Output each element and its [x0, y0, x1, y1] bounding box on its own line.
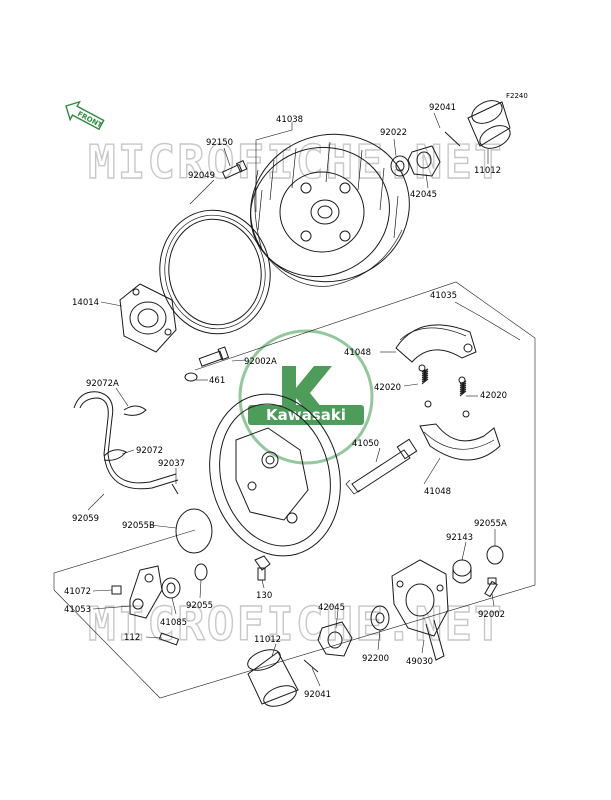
clamp-92072 [103, 449, 127, 461]
o-ring-92055B [175, 508, 213, 554]
part-label-11012-bottom: 11012 [254, 635, 281, 645]
drum-seal-ring [159, 209, 271, 335]
part-label-92022: 92022 [380, 128, 407, 138]
part-label-41050: 41050 [352, 439, 379, 449]
part-label-41038: 41038 [276, 115, 303, 125]
part-label-92055: 92055 [186, 601, 213, 611]
part-label-92002: 92002 [478, 610, 505, 620]
bearing-flange [119, 283, 177, 353]
brake-cable [73, 391, 179, 490]
part-label-92037: 92037 [158, 459, 185, 469]
collar-92143 [452, 559, 472, 584]
part-label-92200: 92200 [362, 654, 389, 664]
bolt-130 [254, 555, 271, 581]
castle-nut-bottom [317, 621, 353, 657]
brake-shoe-upper [395, 324, 477, 363]
cotter-pin-bottom [303, 659, 319, 673]
part-label-92049: 92049 [188, 171, 215, 181]
part-label-92041-bottom: 92041 [304, 690, 331, 700]
wear-indicator-41085 [161, 577, 181, 599]
return-spring-left [418, 364, 432, 408]
hub-cap-top [467, 100, 511, 149]
bolt-92150 [221, 160, 248, 180]
hub-cap-bottom [247, 649, 299, 707]
rear-hub [391, 559, 449, 661]
part-label-41035: 41035 [430, 291, 457, 301]
part-label-130: 130 [256, 591, 272, 601]
part-labels: 41038 92150 92049 92022 92041 42045 1101… [64, 103, 507, 700]
brake-camshaft [345, 438, 418, 495]
part-label-92059: 92059 [72, 514, 99, 524]
part-label-42020-right: 42020 [480, 391, 507, 401]
part-label-41085: 41085 [160, 618, 187, 628]
washer-92022 [390, 155, 410, 177]
front-arrow-icon: FRONT [65, 100, 105, 131]
brake-panel [209, 393, 341, 557]
part-label-42045-top: 42045 [410, 190, 437, 200]
part-label-92150: 92150 [206, 138, 233, 148]
part-label-92143: 92143 [446, 533, 473, 543]
figure-code: F2240 [506, 92, 528, 100]
part-label-92055A: 92055A [474, 519, 507, 529]
assembly-outline [53, 281, 536, 699]
part-label-42045-bottom: 42045 [318, 603, 345, 613]
watermark-bottom: MICROFICHE.NET [88, 597, 504, 651]
part-label-461: 461 [209, 376, 225, 386]
brake-drum [250, 133, 410, 287]
o-ring-92055A [486, 545, 504, 565]
cotter-pin-top [444, 131, 461, 147]
kawasaki-logo-text: Kawasaki [266, 406, 346, 424]
bolt-92002A [198, 346, 230, 367]
clamp-92072A [123, 405, 147, 416]
kawasaki-logo: Kawasaki [238, 329, 374, 465]
return-spring-right [458, 376, 470, 418]
part-label-41072: 41072 [64, 587, 91, 597]
brake-shoe-lower [419, 423, 501, 461]
part-label-112: 112 [124, 633, 140, 643]
part-label-41048-lower: 41048 [424, 487, 451, 497]
pin-92037 [171, 483, 179, 495]
part-label-41048-upper: 41048 [344, 348, 371, 358]
part-label-49030: 49030 [406, 657, 433, 667]
part-label-92002A: 92002A [244, 357, 277, 367]
part-label-92072A: 92072A [86, 379, 119, 389]
part-label-14014: 14014 [72, 298, 99, 308]
washer-461 [184, 372, 198, 382]
bolt-41072 [111, 585, 122, 595]
part-label-92041-top: 92041 [429, 103, 456, 113]
part-label-92055B: 92055B [122, 521, 155, 531]
bolt-112 [158, 632, 180, 646]
castle-nut-top [407, 145, 441, 177]
o-ring-92055 [194, 563, 208, 581]
part-label-41053: 41053 [64, 605, 91, 615]
part-label-42020-left: 42020 [374, 383, 401, 393]
part-label-92072: 92072 [136, 446, 163, 456]
bolt-92002 [484, 577, 498, 598]
part-label-11012-top: 11012 [474, 166, 501, 176]
leader-lines [87, 112, 521, 687]
